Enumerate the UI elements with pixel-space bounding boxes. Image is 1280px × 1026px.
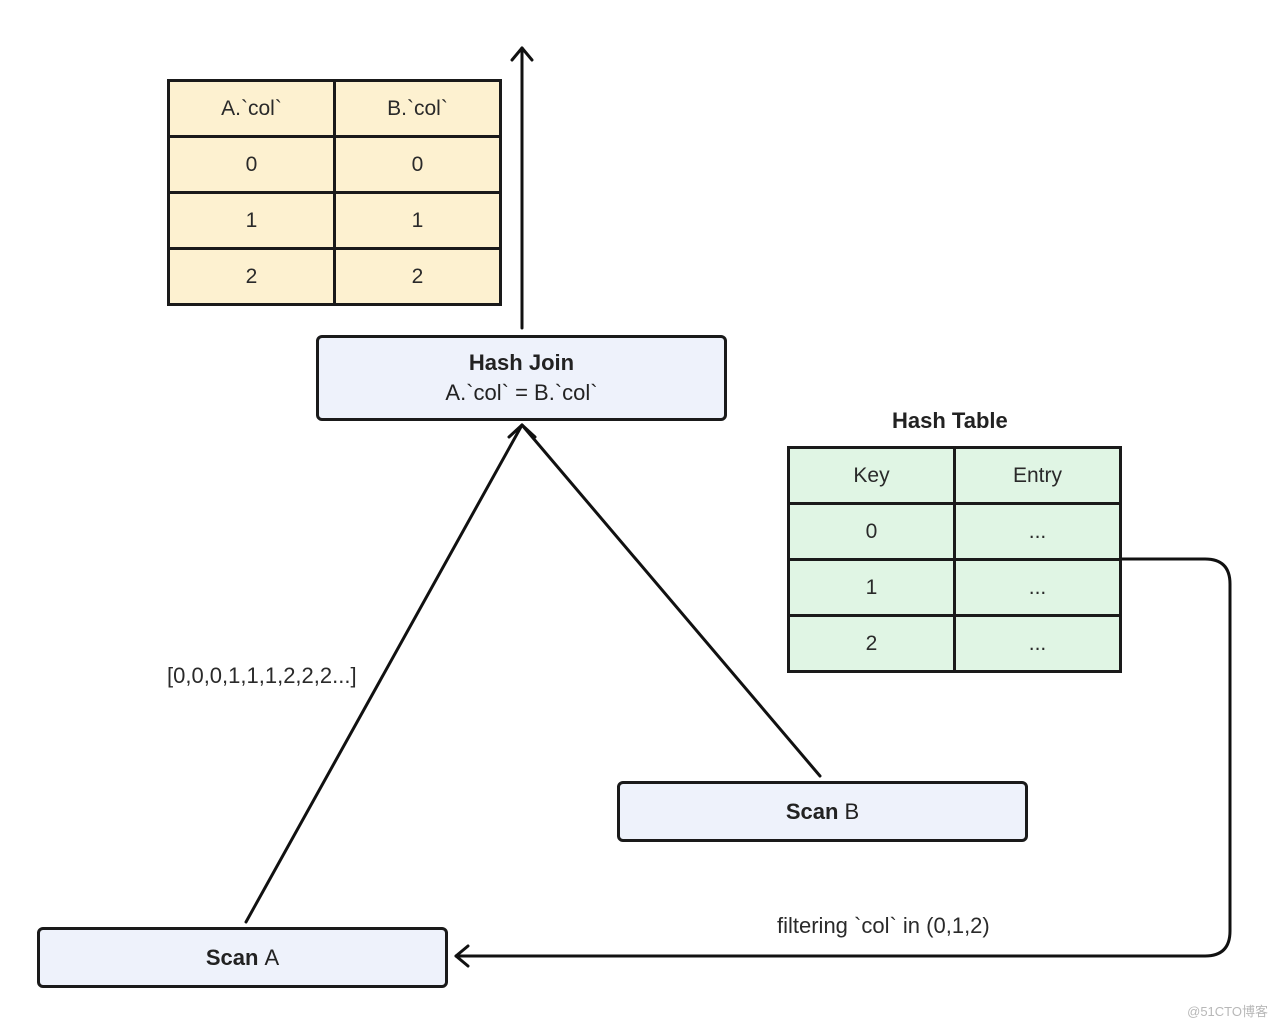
table-cell: ...	[953, 558, 1122, 617]
output-arrow-head	[510, 46, 534, 62]
scan-a-name: A	[264, 944, 280, 970]
table-cell: 1	[167, 191, 336, 250]
table-cell: 1	[787, 558, 956, 617]
hash-table-title: Hash Table	[892, 408, 1008, 433]
table-cell: ...	[953, 614, 1122, 673]
scan-a-keyword: Scan	[205, 944, 259, 970]
hash-table-header-row: Key Entry	[787, 446, 1122, 505]
scan-b-keyword: Scan	[785, 798, 839, 824]
table-cell: 1	[333, 191, 502, 250]
table-row: 2 ...	[787, 614, 1122, 673]
stream-values-label: [0,0,0,1,1,1,2,2,2...]	[167, 663, 357, 688]
hash-table-header: Key	[787, 446, 956, 505]
hash-join-title: Hash Join	[468, 350, 575, 375]
table-cell: 2	[787, 614, 956, 673]
hash-table: Key Entry 0 ... 1 ... 2 ...	[787, 446, 1122, 673]
table-cell: 2	[333, 247, 502, 306]
filter-label: filtering `col` in (0,1,2)	[777, 913, 990, 938]
result-table: A.`col` B.`col` 0 0 1 1 2 2	[167, 79, 502, 306]
scan-b-edge	[520, 423, 822, 778]
filter-edge	[454, 557, 1232, 958]
result-table-header: A.`col`	[167, 79, 336, 138]
table-cell: 2	[167, 247, 336, 306]
table-row: 1 1	[167, 191, 502, 250]
result-table-header-row: A.`col` B.`col`	[167, 79, 502, 138]
result-table-header: B.`col`	[333, 79, 502, 138]
hash-join-node: Hash Join A.`col` = B.`col`	[316, 335, 727, 421]
table-cell: 0	[787, 502, 956, 561]
table-row: 2 2	[167, 247, 502, 306]
table-cell: 0	[333, 135, 502, 194]
table-cell: ...	[953, 502, 1122, 561]
scan-b-name: B	[844, 798, 860, 824]
table-row: 0 ...	[787, 502, 1122, 561]
table-cell: 0	[167, 135, 336, 194]
table-row: 0 0	[167, 135, 502, 194]
filter-arrow-head	[454, 944, 470, 968]
join-arrow-head	[507, 423, 537, 439]
hash-table-header: Entry	[953, 446, 1122, 505]
hash-join-condition: A.`col` = B.`col`	[445, 380, 598, 405]
scan-a-edge	[244, 423, 524, 924]
table-row: 1 ...	[787, 558, 1122, 617]
scan-b-node: Scan B	[617, 781, 1028, 842]
scan-a-node: Scan A	[37, 927, 448, 988]
watermark: @51CTO博客	[1187, 1004, 1268, 1019]
